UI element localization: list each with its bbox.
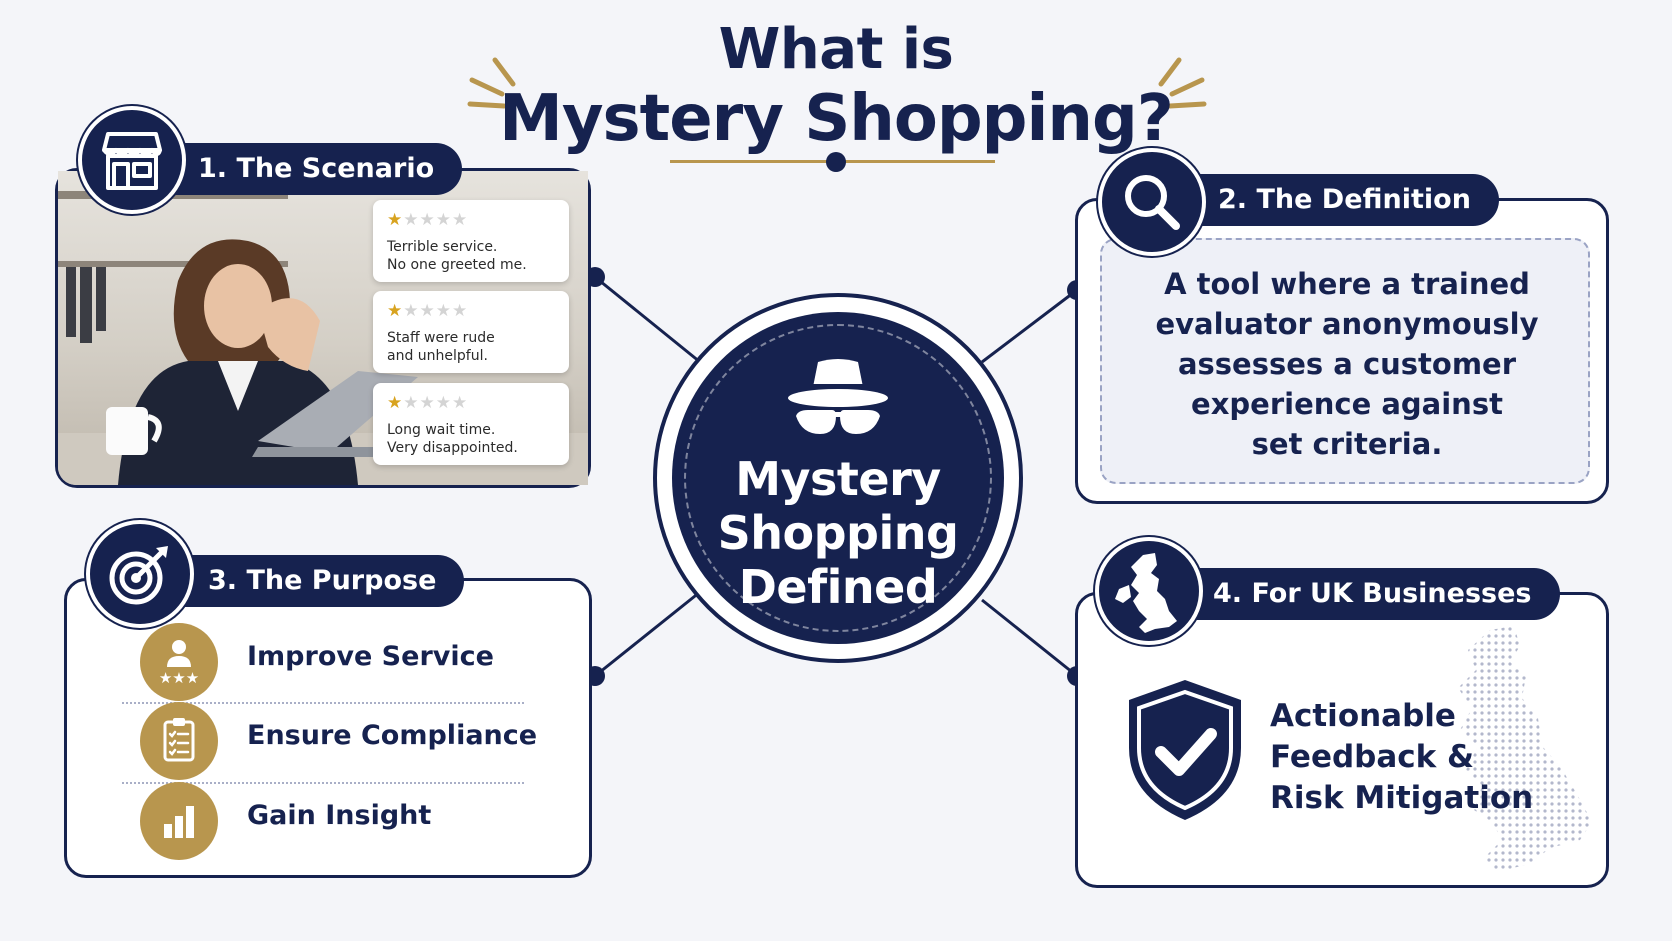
review-card: ★★★★★ Long wait time. Very disappointed.	[373, 383, 569, 465]
star-icon: ★	[387, 301, 404, 321]
purpose-badge	[86, 520, 194, 628]
definition-label-pill: 2. The Definition	[1160, 174, 1499, 226]
purpose-item-ensure-compliance: Ensure Compliance	[140, 702, 560, 780]
title-underline-dot	[826, 152, 846, 172]
center-label-line-1: Mystery	[735, 452, 941, 506]
review-text-line: No one greeted me.	[387, 257, 527, 273]
star-rating: ★★★★★	[387, 210, 555, 230]
review-card: ★★★★★ Terrible service. No one greeted m…	[373, 200, 569, 282]
uk-map-icon	[1115, 553, 1177, 633]
review-text-line: Staff were rude	[387, 330, 495, 346]
uk-label-pill: 4. For UK Businesses	[1155, 568, 1560, 620]
definition-badge	[1098, 148, 1206, 256]
clipboard-checklist-icon	[163, 718, 195, 762]
definition-text: A tool where a trained evaluator anonymo…	[1102, 264, 1592, 464]
purpose-item-gain-insight: Gain Insight	[140, 782, 560, 860]
title-line-2: Mystery Shopping?	[499, 82, 1174, 156]
sparkle-rays-icon	[467, 57, 1207, 109]
definition-line: A tool where a trained	[1164, 267, 1530, 301]
uk-benefit-text: Actionable Feedback & Risk Mitigation	[1270, 696, 1533, 819]
shield-check-icon	[1129, 680, 1241, 820]
review-text-line: and unhelpful.	[387, 348, 488, 364]
uk-benefit-line: Risk Mitigation	[1270, 780, 1534, 816]
definition-box: A tool where a trained evaluator anonymo…	[1100, 238, 1590, 484]
review-text-line: Long wait time.	[387, 422, 496, 438]
page-title: What is Mystery Shopping?	[0, 17, 1672, 157]
definition-line: set criteria.	[1251, 427, 1443, 461]
star-rating: ★★★★★	[387, 393, 555, 413]
purpose-item-label: Gain Insight	[247, 800, 432, 831]
uk-dot-map-icon	[1458, 626, 1592, 872]
target-icon	[109, 546, 168, 605]
definition-line: experience against	[1191, 387, 1503, 421]
star-empty-icon: ★★★★	[403, 210, 469, 230]
svg-text:★★★: ★★★	[159, 669, 199, 687]
scenario-label-pill: 1. The Scenario	[140, 143, 463, 195]
center-hub: Mystery Shopping Defined	[653, 293, 1023, 663]
divider	[122, 782, 524, 784]
definition-line: assesses a customer	[1177, 347, 1517, 381]
divider	[122, 702, 524, 704]
definition-line: evaluator anonymously	[1155, 307, 1539, 341]
purpose-item-label: Improve Service	[247, 641, 494, 672]
uk-badge	[1095, 537, 1203, 645]
star-icon: ★	[387, 210, 404, 230]
review-card: ★★★★★ Staff were rude and unhelpful.	[373, 291, 569, 373]
purpose-item-improve-service: ★★★ Improve Service	[140, 623, 560, 701]
star-icon: ★	[387, 393, 404, 413]
bar-chart-icon	[164, 806, 194, 838]
center-label-line-3: Defined	[738, 560, 938, 614]
star-empty-icon: ★★★★	[403, 393, 469, 413]
title-line-1: What is	[718, 17, 954, 82]
purpose-label-pill: 3. The Purpose	[150, 555, 465, 607]
uk-benefit-line: Actionable	[1270, 698, 1456, 734]
purpose-item-label: Ensure Compliance	[247, 720, 538, 751]
magnifier-icon	[1125, 175, 1180, 230]
spy-hat-glasses-icon	[788, 359, 888, 434]
person-stars-icon: ★★★	[159, 640, 199, 687]
center-label: Mystery Shopping Defined	[672, 452, 1004, 614]
customer-illustration	[58, 191, 588, 485]
review-text-line: Very disappointed.	[387, 440, 518, 456]
review-text-line: Terrible service.	[387, 239, 498, 255]
storefront-icon	[102, 132, 162, 190]
uk-benefit-line: Feedback &	[1270, 739, 1475, 775]
scenario-badge	[78, 106, 186, 214]
star-rating: ★★★★★	[387, 301, 555, 321]
star-empty-icon: ★★★★	[403, 301, 469, 321]
center-label-line-2: Shopping	[717, 506, 959, 560]
